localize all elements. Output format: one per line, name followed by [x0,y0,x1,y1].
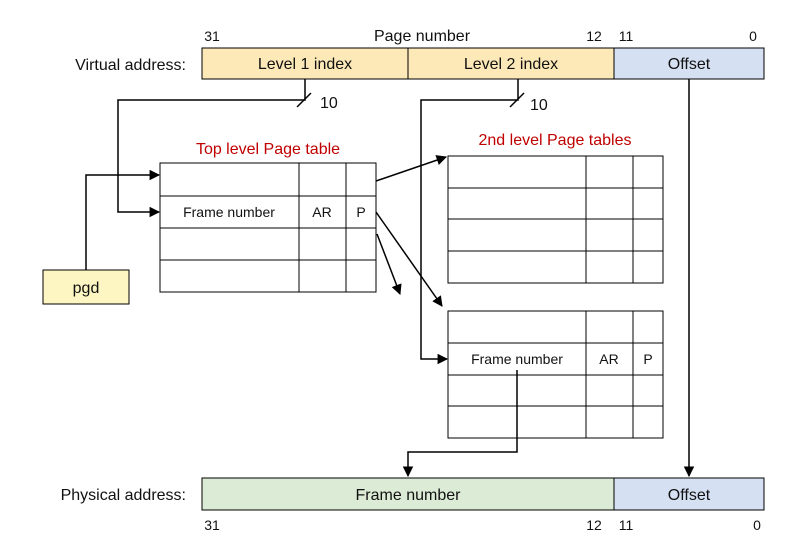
va-bit-12: 12 [586,28,602,44]
va-bit-11: 11 [619,28,634,44]
pa-bit-11: 11 [619,517,634,533]
level2-bits-slash [509,92,525,108]
page-number-label: Page number [374,28,471,45]
physical-address-label: Physical address: [61,487,186,504]
level1-index-arrow [117,79,306,218]
second-entry-frame-number: Frame number [471,351,563,367]
va-offset-label: Offset [668,56,711,73]
top-level-table [159,162,377,293]
va-bit-31: 31 [204,28,220,44]
pa-frame-label: Frame number [356,487,462,504]
second-level-tables-title: 2nd level Page tables [479,132,632,149]
second-entry-p: P [643,351,652,367]
va-level1-label: Level 1 index [258,56,352,73]
virtual-address-label: Virtual address: [75,57,186,74]
va-level2-field [407,47,615,80]
pa-offset-field [613,477,765,511]
pa-bit-31: 31 [204,517,220,533]
frame-number-arrow [402,370,518,478]
top-to-other-table-arrow [376,233,402,295]
va-level2-label: Level 2 index [464,56,558,73]
top-entry-frame-number: Frame number [183,204,275,220]
pgd-label: pgd [73,280,100,297]
pa-offset-label: Offset [668,487,711,504]
va-bit-0: 0 [749,28,757,44]
top-to-2nd-table1-arrow [375,155,447,182]
second-entry-ar: AR [599,351,618,367]
level2-bits-label: 10 [530,97,548,114]
level1-bits-label: 10 [320,95,338,112]
pa-bit-0: 0 [753,517,761,533]
va-offset-field [613,47,765,80]
va-level1-field [201,47,409,80]
second-level-table-2 [447,310,664,439]
top-entry-ar: AR [312,204,331,220]
top-to-2nd-table2-arrow [375,211,443,307]
level2-index-arrow [420,79,519,365]
top-level-table-title: Top level Page table [196,141,340,158]
top-entry-p: P [356,204,365,220]
second-level-table-1 [447,155,664,284]
pa-bit-12: 12 [586,517,602,533]
pgd-arrow [85,169,161,270]
level1-bits-slash [296,92,312,108]
